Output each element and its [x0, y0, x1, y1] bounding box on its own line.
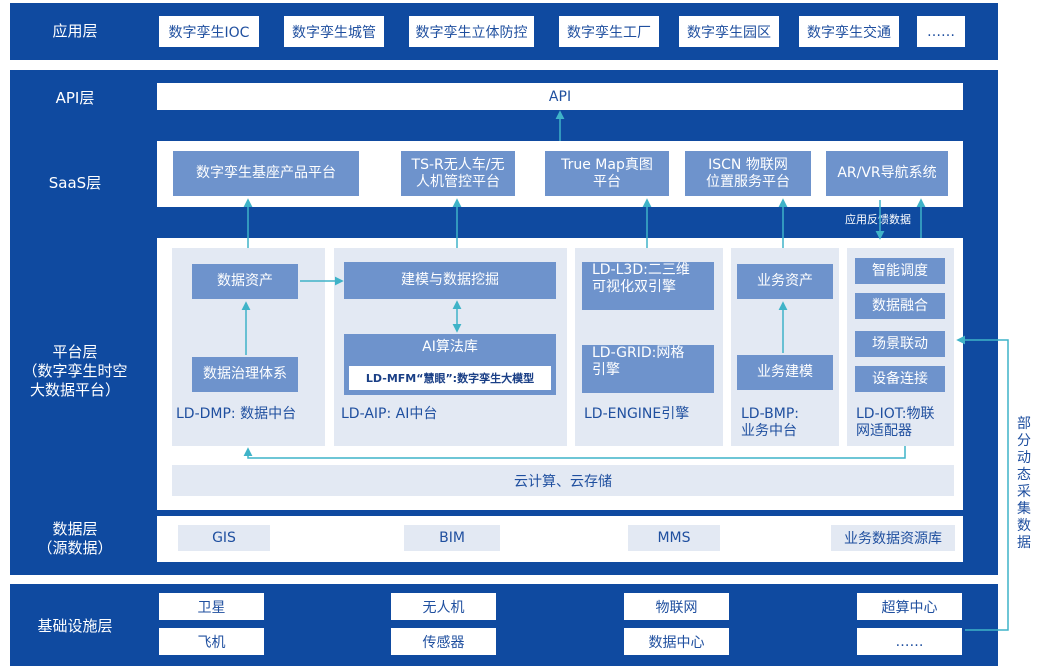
data-item-bim: BIM [404, 525, 500, 551]
app-item-factory: 数字孪生工厂 [559, 16, 659, 47]
aip-modeling: 建模与数据挖掘 [344, 262, 556, 299]
engine-grid: LD-GRID:网格 引擎 [582, 345, 714, 393]
bmp-title: LD-BMP: 业务中台 [741, 406, 799, 440]
iot-title-line1: LD-IOT:物联 [856, 406, 935, 422]
dmp-governance: 数据治理体系 [192, 357, 298, 392]
aip-title: LD-AIP: AI中台 [341, 406, 438, 422]
infra-more: …… [857, 628, 962, 655]
api-layer-label: API层 [55, 89, 95, 107]
infra-aircraft: 飞机 [159, 628, 264, 655]
side-note-char: 态 [1017, 467, 1031, 483]
side-note-char: 据 [1017, 535, 1031, 551]
infra-sensor: 传感器 [391, 628, 496, 655]
saas-item-tsr-line1: TS-R无人车/无 [411, 156, 505, 173]
iot-item-connection: 设备连接 [855, 366, 945, 392]
infrastructure-layer-label: 基础设施层 [37, 617, 113, 635]
application-layer-label: 应用层 [52, 22, 98, 40]
saas-item-iscn: ISCN 物联网 位置服务平台 [685, 151, 811, 196]
infra-drone: 无人机 [391, 593, 496, 620]
dmp-title: LD-DMP: 数据中台 [176, 406, 297, 422]
saas-item-truemap-line2: 平台 [593, 173, 621, 190]
app-item-ioc: 数字孪生IOC [159, 16, 259, 47]
side-note-char: 部 [1017, 416, 1031, 432]
engine-grid-line2: 引擎 [592, 362, 620, 378]
cloud-bar: 云计算、云存储 [172, 465, 954, 496]
data-item-business-db: 业务数据资源库 [831, 525, 955, 551]
saas-item-iscn-line2: 位置服务平台 [706, 173, 790, 190]
iot-title: LD-IOT:物联 网适配器 [856, 406, 935, 440]
saas-item-truemap: True Map真图 平台 [545, 151, 669, 196]
saas-layer-label: SaaS层 [48, 174, 102, 192]
data-layer-label-line2: （源数据） [37, 539, 113, 557]
iot-item-linkage: 场景联动 [855, 331, 945, 357]
side-note: 部 分 动 态 采 集 数 据 [1016, 416, 1032, 552]
saas-item-arvr: AR/VR导航系统 [826, 151, 948, 196]
engine-grid-line1: LD-GRID:网格 [592, 345, 685, 361]
iot-title-line2: 网适配器 [856, 423, 912, 439]
platform-layer-label-line2: （数字孪生时空 [22, 362, 128, 380]
bmp-business-assets: 业务资产 [737, 264, 833, 299]
saas-item-truemap-line1: True Map真图 [561, 156, 653, 173]
infra-datacenter: 数据中心 [624, 628, 729, 655]
side-note-char: 集 [1017, 501, 1031, 517]
data-layer-label-line1: 数据层 [52, 520, 98, 538]
aip-algorithm-library-label: AI算法库 [422, 339, 478, 355]
engine-title: LD-ENGINE引擎 [584, 406, 690, 422]
platform-layer-label-line1: 平台层 [52, 343, 98, 361]
infra-iot: 物联网 [624, 593, 729, 620]
engine-l3d-line1: LD-L3D:二三维 [592, 262, 690, 278]
data-item-mms: MMS [628, 525, 720, 551]
app-item-park: 数字孪生园区 [679, 16, 779, 47]
engine-l3d-line2: 可视化双引擎 [592, 279, 676, 295]
saas-item-arvr-label: AR/VR导航系统 [837, 165, 937, 181]
saas-item-base-platform-label: 数字孪生基座产品平台 [196, 165, 336, 181]
side-note-char: 数 [1017, 518, 1031, 534]
data-item-gis: GIS [178, 525, 270, 551]
feedback-label: 应用反馈数据 [845, 213, 911, 226]
dmp-data-assets: 数据资产 [192, 264, 298, 299]
side-note-char: 分 [1017, 433, 1031, 449]
platform-layer-label-line3: 大数据平台） [29, 381, 120, 399]
arrow-return-to-dmp [243, 446, 906, 459]
saas-item-iscn-line1: ISCN 物联网 [708, 156, 788, 173]
app-item-traffic: 数字孪生交通 [799, 16, 899, 47]
side-note-char: 动 [1017, 450, 1031, 466]
infra-satellite: 卫星 [159, 593, 264, 620]
app-item-more: …… [917, 16, 965, 47]
data-layer-label: 数据层 （源数据） [10, 520, 140, 558]
bmp-title-line1: LD-BMP: [741, 406, 799, 422]
iot-item-fusion: 数据融合 [855, 293, 945, 319]
aip-mfm-model: LD-MFM“慧眼”:数字孪生大模型 [349, 366, 551, 390]
saas-item-base-platform: 数字孪生基座产品平台 [173, 151, 359, 196]
side-note-char: 采 [1017, 484, 1031, 500]
bmp-business-modeling: 业务建模 [737, 355, 833, 390]
api-bar: API [157, 83, 963, 110]
platform-layer-label: 平台层 （数字孪生时空 大数据平台） [10, 343, 140, 400]
engine-l3d: LD-L3D:二三维 可视化双引擎 [582, 262, 714, 310]
app-item-security: 数字孪生立体防控 [409, 16, 534, 47]
arrow-side-dynamic [956, 335, 1009, 631]
data-panel [157, 516, 963, 562]
infra-supercomputing: 超算中心 [857, 593, 962, 620]
app-item-city: 数字孪生城管 [284, 16, 384, 47]
bmp-title-line2: 业务中台 [741, 423, 797, 439]
saas-item-tsr-line2: 人机管控平台 [416, 173, 500, 190]
saas-item-tsr: TS-R无人车/无 人机管控平台 [401, 151, 515, 196]
iot-item-scheduling: 智能调度 [855, 258, 945, 284]
